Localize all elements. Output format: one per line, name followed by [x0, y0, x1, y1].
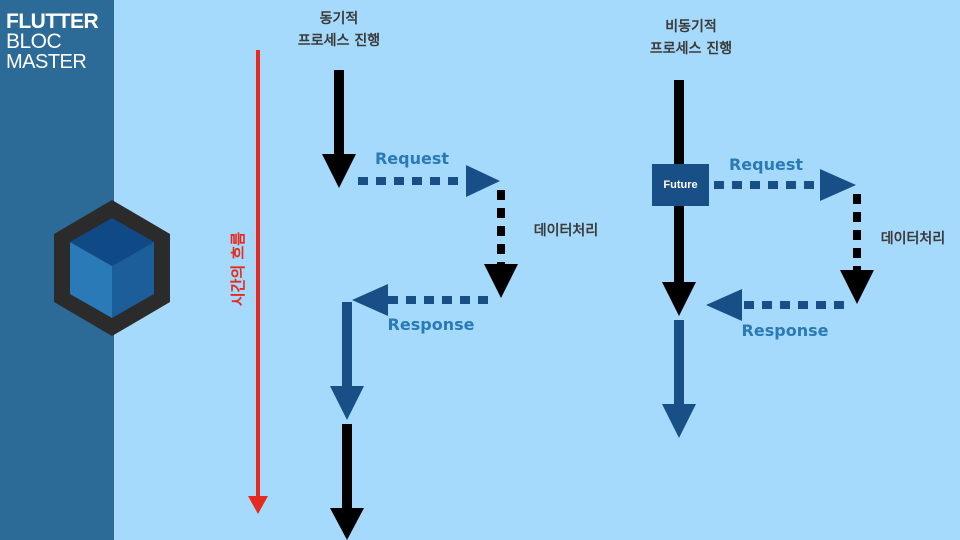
sync-title-line-1: 동기적 [319, 11, 359, 27]
async-request-arrow [714, 169, 856, 201]
timeline-label: 시간의 흐름 [229, 231, 247, 307]
sync-end-arrow [330, 424, 364, 540]
brand-line-3: MASTER [6, 51, 87, 73]
sync-response-arrow [352, 284, 488, 316]
sync-response-label: Response [387, 315, 475, 334]
sidebar: FLUTTER BLOC MASTER [0, 0, 170, 540]
async-title-line-1: 비동기적 [665, 19, 717, 35]
sync-processing-arrow [484, 190, 518, 298]
sync-start-arrow [322, 70, 356, 188]
sync-title: 동기적 프로세스 진행 [272, 8, 406, 52]
sync-resume-arrow [330, 302, 364, 420]
async-response-label: Response [741, 321, 829, 340]
async-response-arrow [706, 289, 844, 321]
brand-line-2: BLOC [6, 30, 62, 53]
async-processing-arrow [840, 194, 874, 304]
async-processing-label: 데이터처리 [880, 231, 946, 247]
sync-processing-label: 데이터처리 [533, 223, 599, 239]
async-resume-arrow [662, 320, 696, 438]
timeline-arrow-icon [248, 50, 268, 514]
sync-request-arrow [358, 165, 500, 197]
sync-title-line-2: 프로세스 진행 [297, 33, 381, 49]
async-request-label: Request [728, 155, 804, 174]
sync-request-label: Request [374, 149, 450, 168]
async-title: 비동기적 프로세스 진행 [624, 16, 758, 60]
brand-title: FLUTTER BLOC MASTER [6, 10, 99, 73]
async-title-line-2: 프로세스 진행 [649, 41, 733, 57]
future-box: Future [652, 164, 709, 206]
hexagon-cube-logo-icon [54, 200, 170, 336]
brand-line-1: FLUTTER [6, 10, 99, 33]
